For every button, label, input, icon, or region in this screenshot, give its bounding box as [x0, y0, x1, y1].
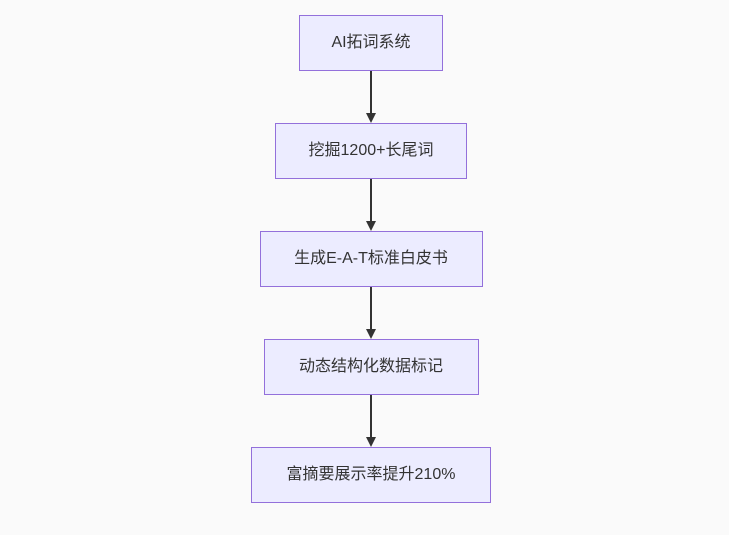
flow-column: AI拓词系统 挖掘1200+长尾词 生成E-A-T标准白皮书 动态结构化数据标记 — [251, 15, 491, 503]
node-ai-keyword-expansion-system: AI拓词系统 — [299, 15, 443, 71]
node-eat-standard-whitepaper: 生成E-A-T标准白皮书 — [259, 231, 483, 287]
node-dynamic-structured-data-markup: 动态结构化数据标记 — [263, 339, 479, 395]
node-label: 挖掘1200+长尾词 — [308, 142, 434, 159]
arrow-node1-to-node2 — [366, 71, 376, 123]
node-longtail-keyword-mining: 挖掘1200+长尾词 — [275, 123, 467, 179]
node-label: AI拓词系统 — [331, 34, 411, 51]
arrow-line — [370, 395, 372, 437]
arrow-line — [370, 287, 372, 329]
arrowhead-down-icon — [366, 437, 376, 447]
arrow-node2-to-node3 — [366, 179, 376, 231]
node-label: 动态结构化数据标记 — [298, 358, 443, 375]
arrow-line — [370, 179, 372, 221]
arrowhead-down-icon — [366, 221, 376, 231]
node-label: 生成E-A-T标准白皮书 — [294, 250, 448, 267]
arrow-node4-to-node5 — [366, 395, 376, 447]
arrow-node3-to-node4 — [366, 287, 376, 339]
arrow-line — [370, 71, 372, 113]
node-label: 富摘要展示率提升210% — [286, 466, 456, 483]
arrowhead-down-icon — [366, 113, 376, 123]
arrowhead-down-icon — [366, 329, 376, 339]
node-rich-snippet-rate-increase: 富摘要展示率提升210% — [251, 447, 491, 503]
